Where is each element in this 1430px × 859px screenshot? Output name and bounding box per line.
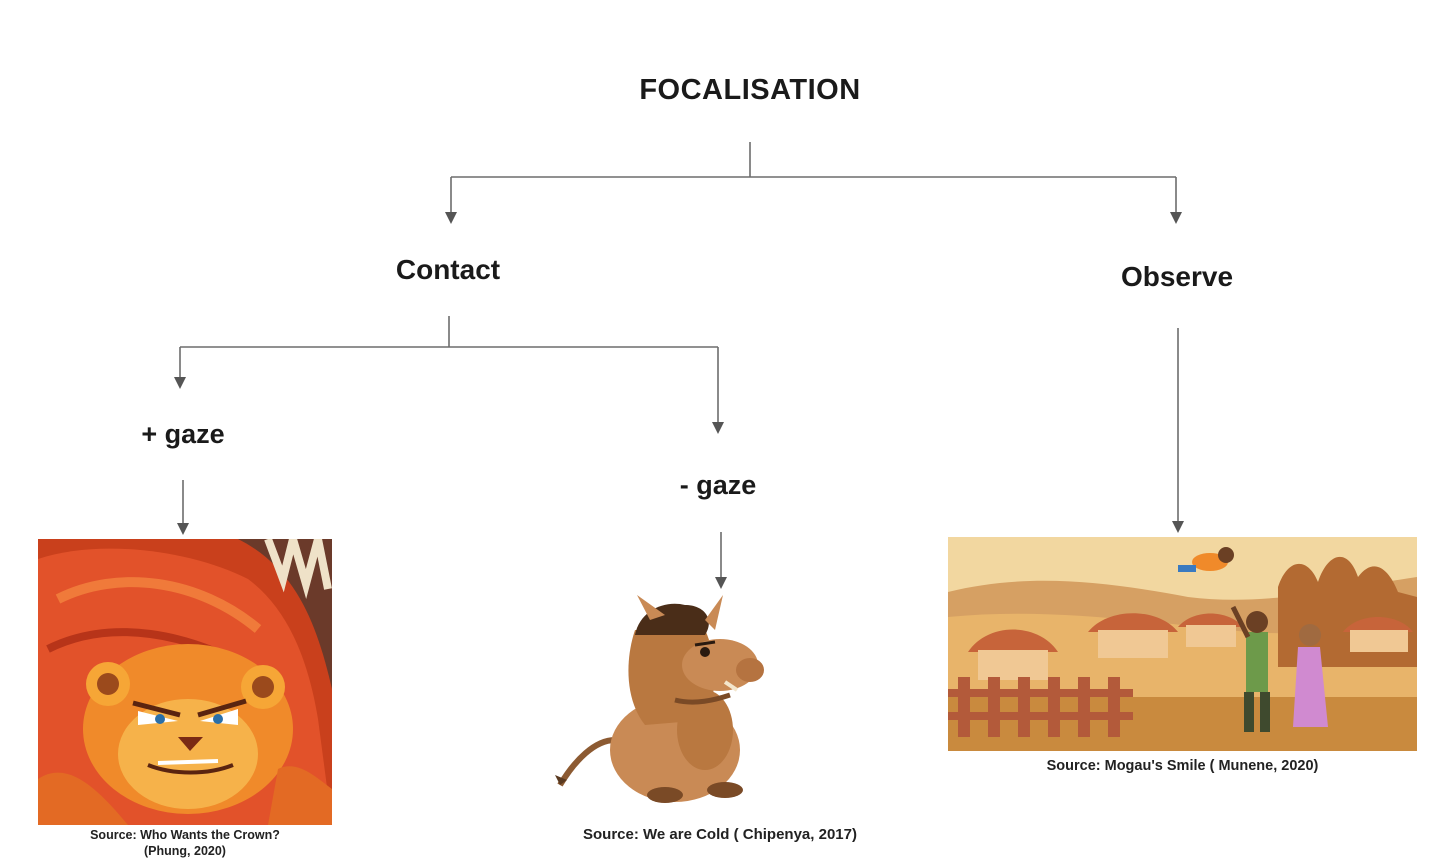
root-node-title: FOCALISATION	[639, 74, 861, 106]
village-source-caption: Source: Mogau's Smile ( Munene, 2020)	[1046, 758, 1319, 774]
contact-node: Contact	[395, 254, 501, 285]
minus-gaze-node: - gaze	[679, 470, 757, 500]
arrowhead	[715, 577, 727, 589]
lion-caption-line2: (Phung, 2020)	[144, 844, 226, 858]
hog-illustration	[555, 590, 795, 812]
observe-node: Observe	[1120, 261, 1234, 292]
arrowhead	[174, 377, 186, 389]
arrowhead	[712, 422, 724, 434]
arrowhead	[177, 523, 189, 535]
lion-illustration	[38, 539, 332, 825]
plus-gaze-node: + gaze	[141, 419, 225, 449]
lion-source-caption: Source: Who Wants the Crown? (Phung, 202…	[38, 827, 332, 859]
lion-caption-line1: Source: Who Wants the Crown?	[90, 828, 280, 842]
hog-source-caption: Source: We are Cold ( Chipenya, 2017)	[583, 826, 857, 843]
arrowhead	[1170, 212, 1182, 224]
arrowhead	[1172, 521, 1184, 533]
arrowhead	[445, 212, 457, 224]
village-illustration	[948, 537, 1417, 751]
